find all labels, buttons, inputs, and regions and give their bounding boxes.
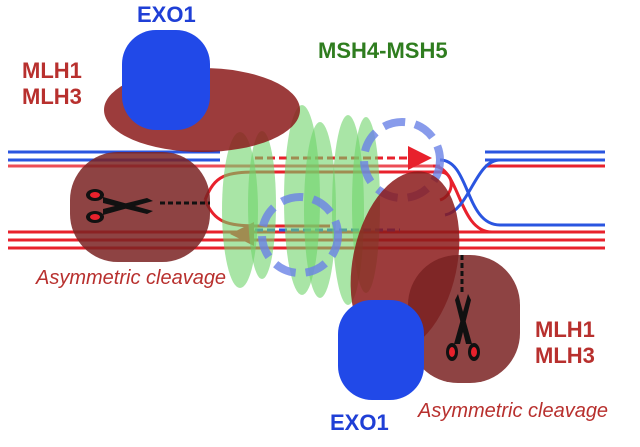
scissors-icon [86,189,153,223]
asym-right-label: Asymmetric cleavage [418,400,609,422]
scissors-icon [446,294,480,361]
mlh1-right-label: MLH1 [535,317,595,342]
mlh3-left-label: MLH3 [22,84,82,109]
exo1-bottom-label: EXO1 [330,410,389,435]
arrow-right-icon [408,146,432,170]
msh4-msh5-clamps [222,105,380,305]
exo1-top [122,30,210,130]
dna-ring-upper [360,118,444,202]
exo1-top-label: EXO1 [137,2,196,27]
mlh1-mlh3-left-nuclease [70,152,210,262]
mlh3-right-label: MLH3 [535,343,595,368]
mlh1-left-label: MLH1 [22,58,82,83]
msh4-msh5-label: MSH4-MSH5 [318,38,448,63]
asym-left-label: Asymmetric cleavage [36,267,227,289]
exo1-bottom [338,300,424,400]
dna-ring-lower [258,193,342,277]
